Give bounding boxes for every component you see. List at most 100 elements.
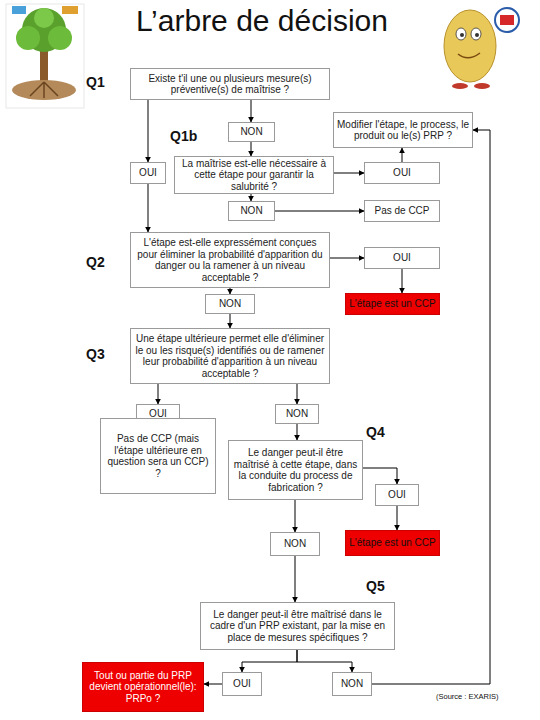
box-text: Existe t'il une ou plusieurs mesure(s) p… — [134, 73, 326, 96]
box-text-group: NON — [341, 678, 363, 690]
decision-box: NON — [228, 122, 275, 142]
box-text-group: OUI — [388, 489, 406, 501]
box-text: Le danger peut-il être maîtrisé à cette … — [232, 447, 359, 493]
question-number: Q5 — [366, 578, 385, 594]
question-number: Q1 — [86, 74, 105, 90]
box-text: OUI — [233, 678, 251, 690]
box-text-group: NON — [284, 538, 306, 550]
box-text: NON — [240, 126, 262, 138]
box-text: Modifier l'étape, le process, le produit… — [337, 119, 469, 142]
flow-arrow — [402, 269, 403, 293]
box-text: Une étape ultérieure permet elle d'élimi… — [134, 333, 326, 379]
box-text: L'étape est un CCP — [349, 537, 435, 549]
box-text: NON — [284, 538, 306, 550]
flow-arrow — [295, 556, 296, 602]
box-text-group: OUI — [393, 252, 411, 264]
flow-arrow — [148, 100, 149, 162]
box-text-group: OUI — [393, 167, 411, 179]
flow-arrow — [275, 211, 364, 212]
decision-box: NON — [228, 201, 275, 221]
box-text-group: Le danger peut-il être maîtrisé dans le … — [204, 609, 391, 644]
flow-arrow — [297, 424, 298, 440]
box-text-group: L'étape est-elle expressément conçues po… — [134, 237, 326, 283]
decision-box: Modifier l'étape, le process, le produit… — [333, 112, 473, 148]
flow-arrow — [251, 100, 252, 122]
flow-arrow — [230, 314, 231, 328]
decision-box: Le danger peut-il être maîtrisé à cette … — [228, 440, 363, 500]
box-text-group: Pas de CCP — [374, 205, 429, 217]
box-text-group: Pas de CCP (mais l'étape ultérieure en q… — [104, 433, 212, 479]
flow-arrow — [297, 650, 352, 672]
result-box: L'étape est un CCP — [345, 293, 440, 315]
decision-box: OUI — [222, 672, 262, 696]
box-text-group: OUI — [233, 678, 251, 690]
box-text-group: L'étape est un CCP — [349, 537, 435, 549]
box-text: NON — [240, 205, 262, 217]
decision-box: OUI — [364, 247, 440, 269]
flow-arrow — [397, 506, 398, 530]
flow-arrow — [251, 194, 252, 201]
source-note: (Source : EXARIS) — [436, 692, 499, 701]
decision-box: OUI — [375, 484, 419, 506]
box-text-group: OUI — [139, 167, 157, 179]
decision-box: Le danger peut-il être maîtrisé dans le … — [200, 602, 395, 650]
decision-box: Pas de CCP (mais l'étape ultérieure en q… — [100, 418, 216, 494]
box-text: L'étape est-elle expressément conçues po… — [134, 237, 326, 283]
box-text-group: Une étape ultérieure permet elle d'élimi… — [134, 333, 326, 379]
flow-arrow — [402, 148, 403, 162]
box-text-group: NON — [240, 126, 262, 138]
question-number: Q1b — [170, 128, 197, 144]
box-text-group: NON — [286, 408, 308, 420]
result-box: Tout ou partie du PRP devient opérationn… — [82, 662, 204, 712]
flow-arrow — [295, 500, 296, 532]
flow-arrow — [334, 173, 364, 174]
decision-box: OUI — [364, 162, 440, 184]
box-text: NON — [286, 408, 308, 420]
flow-arrow — [251, 142, 252, 156]
tree-logo — [6, 4, 84, 108]
question-number: Q2 — [86, 254, 105, 270]
flow-arrow — [158, 384, 159, 404]
box-text-group: L'étape est un CCP — [349, 298, 435, 310]
box-text: Pas de CCP — [374, 205, 429, 217]
result-box: L'étape est un CCP — [345, 530, 440, 556]
box-text-group: Tout ou partie du PRP devient opérationn… — [86, 670, 200, 705]
question-number: Q4 — [366, 424, 385, 440]
box-text-group: NON — [219, 298, 241, 310]
box-text-group: NON — [240, 205, 262, 217]
diagram-title: L’arbre de décision — [0, 4, 524, 38]
flow-arrow — [330, 258, 364, 259]
decision-box: OUI — [130, 162, 166, 184]
box-text: Le danger peut-il être maîtrisé dans le … — [204, 609, 391, 644]
flow-arrow — [297, 384, 298, 404]
question-number: Q3 — [86, 346, 105, 362]
box-text: L'étape est un CCP — [349, 298, 435, 310]
box-text: OUI — [388, 489, 406, 501]
box-text: NON — [219, 298, 241, 310]
decision-box: Une étape ultérieure permet elle d'élimi… — [130, 328, 330, 384]
box-text: La maîtrise est-elle nécessaire à cette … — [178, 158, 330, 193]
decision-box: NON — [332, 672, 372, 696]
decision-box: Pas de CCP — [364, 200, 440, 222]
flow-arrow — [204, 684, 222, 685]
decision-box: Existe t'il une ou plusieurs mesure(s) p… — [130, 68, 330, 100]
box-text: OUI — [393, 252, 411, 264]
flow-arrow — [242, 650, 297, 672]
box-text-group: Le danger peut-il être maîtrisé à cette … — [232, 447, 359, 493]
flow-arrow — [363, 468, 397, 484]
decision-box: NON — [275, 404, 319, 424]
potato-mascot — [444, 8, 519, 89]
box-text-group: La maîtrise est-elle nécessaire à cette … — [178, 158, 330, 193]
box-text: NON — [341, 678, 363, 690]
box-text: OUI — [139, 167, 157, 179]
box-text-group: Existe t'il une ou plusieurs mesure(s) p… — [134, 73, 326, 96]
box-text: Tout ou partie du PRP devient opérationn… — [86, 670, 200, 705]
box-text: Pas de CCP (mais l'étape ultérieure en q… — [104, 433, 212, 479]
box-text-group: Modifier l'étape, le process, le produit… — [337, 119, 469, 142]
decision-box: NON — [270, 532, 320, 556]
flow-arrow — [148, 184, 149, 232]
decision-box: NON — [205, 294, 255, 314]
box-text: OUI — [393, 167, 411, 179]
decision-box: L'étape est-elle expressément conçues po… — [130, 232, 330, 288]
